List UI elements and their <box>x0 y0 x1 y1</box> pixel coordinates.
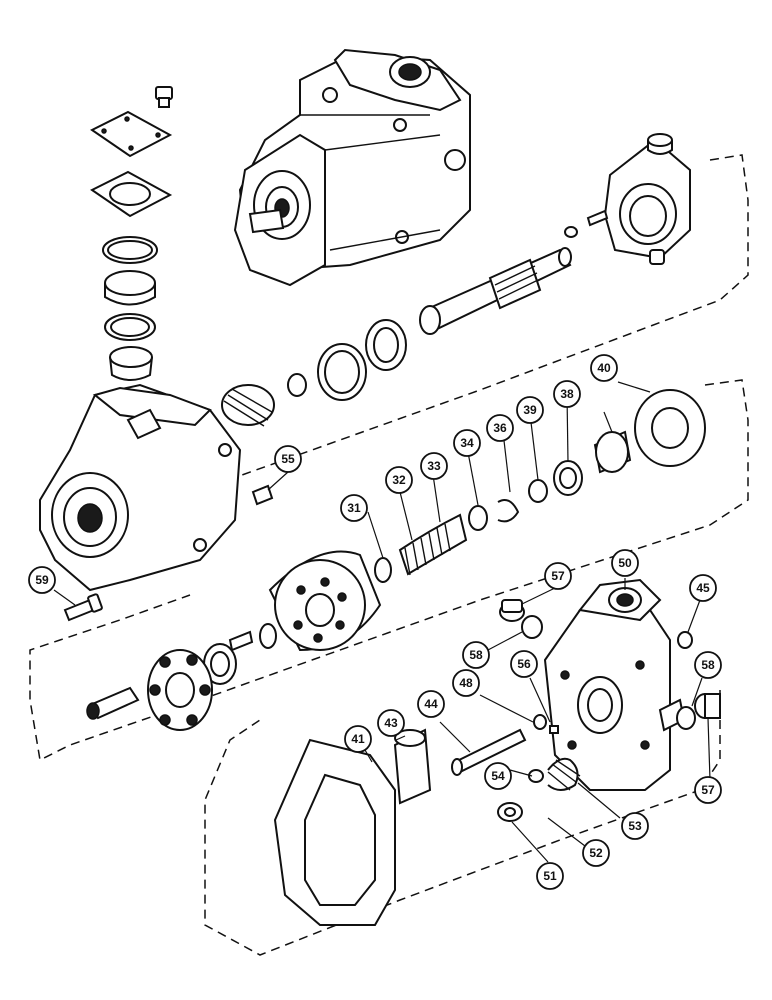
callout-57-bottom: 57 <box>694 776 722 804</box>
callout-56: 56 <box>510 650 538 678</box>
callout-57-top: 57 <box>544 562 572 590</box>
callout-51: 51 <box>536 862 564 890</box>
svg-text:50: 50 <box>618 556 632 570</box>
svg-text:43: 43 <box>384 716 398 730</box>
boundary-top <box>119 154 749 521</box>
svg-text:59: 59 <box>35 573 49 587</box>
shaft-bearings <box>221 319 407 427</box>
callout-38: 38 <box>553 380 581 408</box>
svg-text:57: 57 <box>551 569 565 583</box>
svg-text:55: 55 <box>281 452 295 466</box>
callout-43: 43 <box>377 709 405 737</box>
svg-text:32: 32 <box>392 473 406 487</box>
callout-33: 33 <box>420 452 448 480</box>
port-fittings <box>499 599 721 730</box>
callout-36: 36 <box>486 414 514 442</box>
callout-34: 34 <box>453 429 481 457</box>
svg-text:53: 53 <box>628 819 642 833</box>
swash-yoke <box>564 133 691 265</box>
svg-text:31: 31 <box>347 501 361 515</box>
svg-text:34: 34 <box>460 436 474 450</box>
compensator-group <box>273 714 581 926</box>
svg-text:56: 56 <box>517 657 531 671</box>
callout-40: 40 <box>590 354 618 382</box>
callout-48: 48 <box>452 669 480 697</box>
svg-text:57: 57 <box>701 783 715 797</box>
callout-52: 52 <box>582 839 610 867</box>
callout-53: 53 <box>621 812 649 840</box>
callout-54: 54 <box>484 762 512 790</box>
assembled-pump <box>233 48 471 287</box>
svg-text:51: 51 <box>543 869 557 883</box>
bolt-59 <box>63 593 103 622</box>
callout-39: 39 <box>516 396 544 424</box>
callout-50: 50 <box>611 549 639 577</box>
callout-59: 59 <box>28 566 56 594</box>
callout-58-left: 58 <box>462 641 490 669</box>
svg-text:33: 33 <box>427 459 441 473</box>
svg-text:52: 52 <box>589 846 603 860</box>
svg-text:41: 41 <box>351 732 365 746</box>
svg-text:54: 54 <box>491 769 505 783</box>
leader-lines <box>53 381 711 863</box>
svg-text:40: 40 <box>597 361 611 375</box>
callout-32: 32 <box>385 466 413 494</box>
svg-text:58: 58 <box>701 658 715 672</box>
cover-stack <box>90 86 173 381</box>
callout-44: 44 <box>417 690 445 718</box>
callout-31: 31 <box>340 494 368 522</box>
port-block <box>543 578 686 791</box>
svg-text:44: 44 <box>424 697 438 711</box>
callout-58-right: 58 <box>694 651 722 679</box>
svg-text:58: 58 <box>469 648 483 662</box>
svg-text:36: 36 <box>493 421 507 435</box>
callout-55: 55 <box>274 445 302 473</box>
boundary-bottom <box>204 690 721 956</box>
drive-shaft <box>419 247 572 335</box>
svg-text:45: 45 <box>696 581 710 595</box>
svg-text:48: 48 <box>459 676 473 690</box>
svg-text:39: 39 <box>523 403 537 417</box>
boundary-middle <box>29 379 749 762</box>
svg-text:38: 38 <box>560 387 574 401</box>
callout-41: 41 <box>344 725 372 753</box>
rotating-group <box>86 389 706 731</box>
callout-45: 45 <box>689 574 717 602</box>
pump-housing <box>39 383 274 592</box>
